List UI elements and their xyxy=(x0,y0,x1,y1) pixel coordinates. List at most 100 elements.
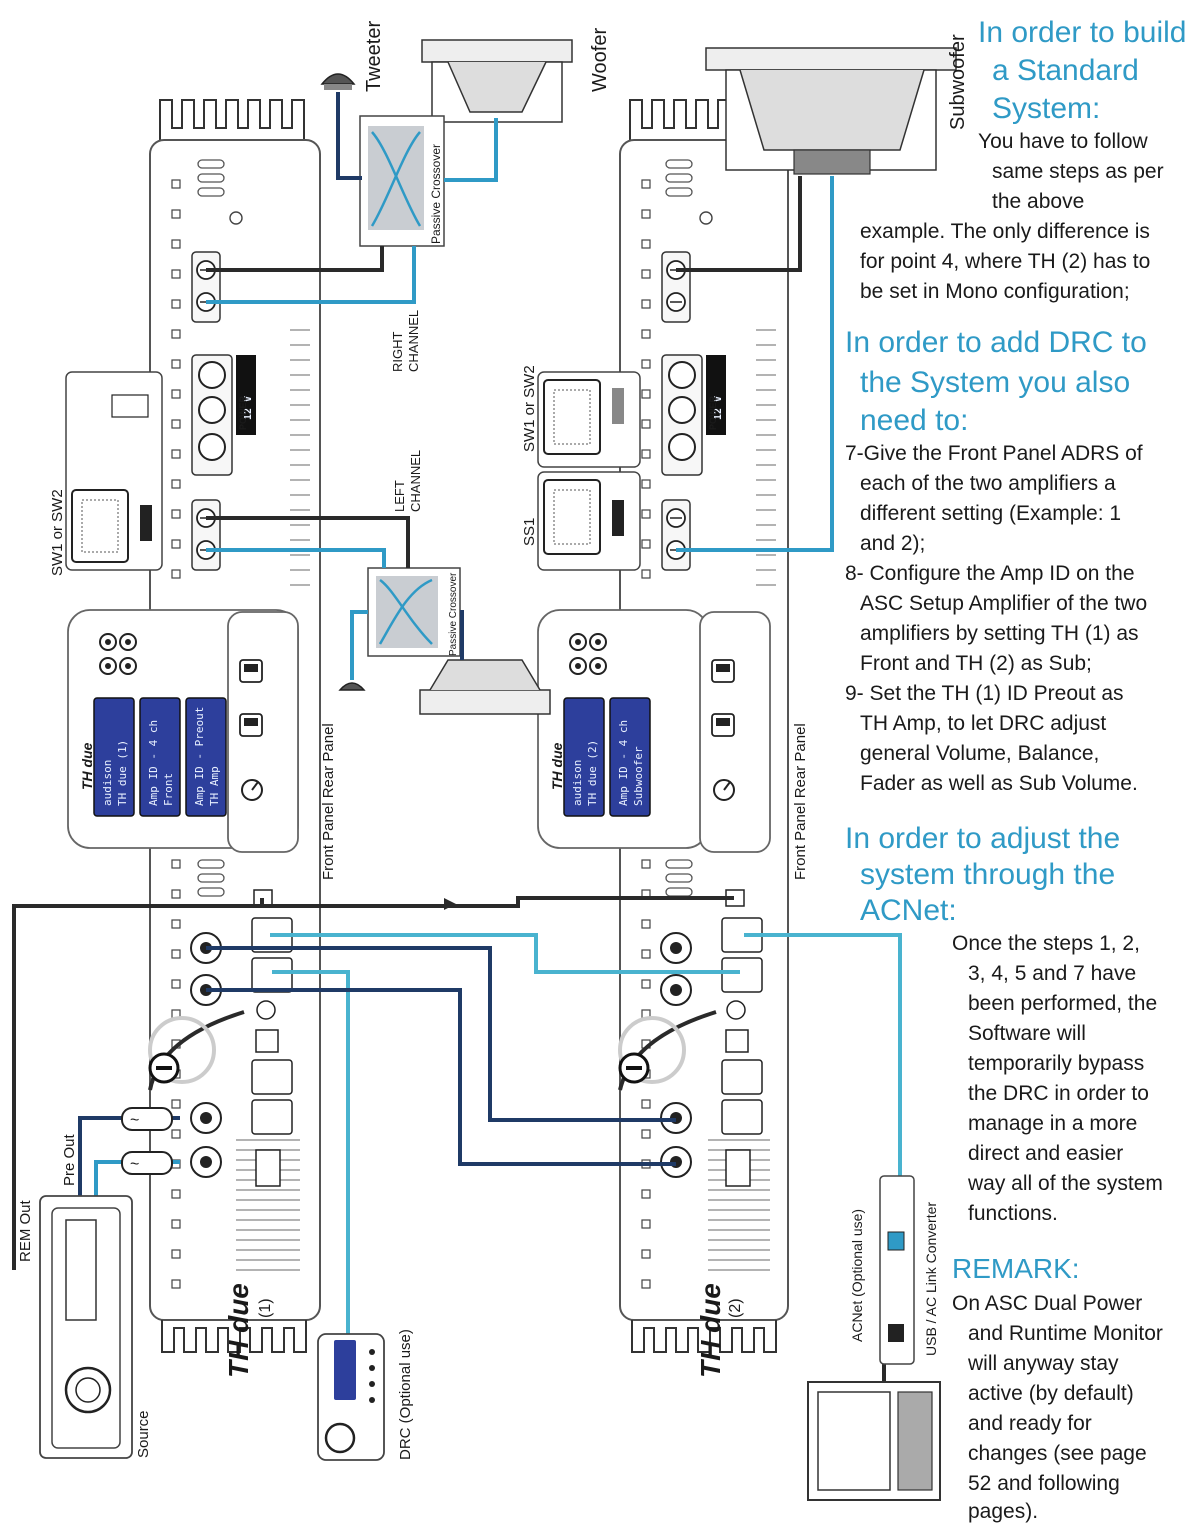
heading-1-line-3: System: xyxy=(992,92,1100,125)
amp1-power-label: POWER xyxy=(238,395,248,430)
left-channel-label-1: LEFT xyxy=(392,480,407,512)
woofer-bottom xyxy=(419,659,551,715)
amp2-vent-slots xyxy=(665,159,693,897)
para-4-line-6: changes (see page xyxy=(968,1442,1147,1465)
pre-out-label: Pre Out xyxy=(61,1133,78,1186)
para-3-line-6: the DRC in order to xyxy=(968,1082,1149,1105)
para-3-line-7: manage in a more xyxy=(968,1112,1137,1135)
para-3-line-5: temporarily bypass xyxy=(968,1052,1144,1075)
amp2-speaker-terminals-top xyxy=(661,251,691,323)
para-2-line-5: 8- Configure the Amp ID on the xyxy=(845,562,1135,585)
para-2-line-8: Front and TH (2) as Sub; xyxy=(860,652,1092,675)
adrs-knob-callouts xyxy=(148,1016,686,1084)
para-4-line-2: and Runtime Monitor xyxy=(968,1322,1163,1345)
ss1-label: SS1 xyxy=(521,518,538,546)
right-channel-label-1: RIGHT xyxy=(390,332,405,373)
amp2-lcd-a-line2: TH due (2) xyxy=(586,740,599,806)
heading-1-line-2: a Standard xyxy=(992,54,1139,87)
woofer-label: Woofer xyxy=(589,28,611,92)
amp1-top-fins xyxy=(159,99,305,140)
sw-left-label: SW1 or SW2 xyxy=(49,489,66,576)
heading-2-line-3: need to: xyxy=(860,404,968,437)
para-2-line-7: amplifiers by setting TH (1) as xyxy=(860,622,1139,645)
ss1-module: SS1 xyxy=(521,471,641,571)
tweeter-label: Tweeter xyxy=(363,21,385,92)
heading-2-line-2: the System you also xyxy=(860,366,1130,399)
para-2-line-3: different setting (Example: 1 xyxy=(860,502,1121,525)
amp1-vent-slots xyxy=(197,159,225,897)
tweeter-top: Tweeter xyxy=(320,21,385,92)
amp2-bottom-fins xyxy=(631,1320,777,1353)
heading-3-line-2: system through the xyxy=(860,858,1115,891)
para-2-line-12: Fader as well as Sub Volume. xyxy=(860,772,1138,795)
amp2-front-panel: TH due audison TH due (2) Amp ID - 4 ch … xyxy=(537,609,709,849)
drc-label: DRC (Optional use) xyxy=(397,1329,414,1460)
para-2-line-10: TH Amp, to let DRC adjust xyxy=(860,712,1106,735)
amp1-rear-panel: Front Panel Rear Panel xyxy=(227,611,337,880)
amp1-lcd-a xyxy=(93,697,135,817)
subwoofer: Subwoofer xyxy=(705,34,969,175)
amp1-screw xyxy=(229,211,243,225)
para-3-line-1: Once the steps 1, 2, xyxy=(952,932,1140,955)
amp1-power-terminals: 12 V POWER xyxy=(191,354,256,476)
para-4-line-4: active (by default) xyxy=(968,1382,1134,1405)
amp2-top-fins xyxy=(629,99,731,140)
amp2-rear-panel: Front Panel Rear Panel xyxy=(699,611,809,880)
amp1-lcd-a-line1: audison xyxy=(101,760,114,806)
para-4-line-3: will anyway stay xyxy=(967,1352,1119,1375)
right-channel-label-2: CHANNEL xyxy=(406,310,421,372)
amp1-lcd-c xyxy=(185,697,227,817)
svg-text:~: ~ xyxy=(130,1156,139,1173)
passive-crossover-top: Passive Crossover xyxy=(359,115,445,247)
amp2-lcd-b-line1: Amp ID - 4 ch xyxy=(617,720,630,806)
amp1-model-label: TH due xyxy=(223,1283,254,1378)
para-2-line-1: 7-Give the Front Panel ADRS of xyxy=(845,442,1143,465)
amp1-panel-caption: Front Panel Rear Panel xyxy=(320,723,337,880)
para-2-line-9: 9- Set the TH (1) ID Preout as xyxy=(845,682,1124,705)
amp2-speaker-terminals-bottom xyxy=(661,499,691,571)
para-1-line-4: example. The only difference is xyxy=(860,220,1150,243)
subwoofer-label: Subwoofer xyxy=(947,34,969,130)
laptop-icon xyxy=(807,1381,941,1501)
para-3-line-9: way all of the system xyxy=(967,1172,1163,1195)
amp1-panel-model: TH due xyxy=(79,742,95,790)
heading-4: REMARK: xyxy=(952,1253,1080,1284)
para-1-line-5: for point 4, where TH (2) has to xyxy=(860,250,1150,273)
amp1-lcd-c-line2: TH Amp xyxy=(208,766,221,806)
left-channel-label-2: CHANNEL xyxy=(408,450,423,512)
amp2-power-label: POWER xyxy=(708,395,718,430)
sw-module-right: SW1 or SW2 xyxy=(521,365,641,468)
para-2-line-11: general Volume, Balance, xyxy=(860,742,1099,765)
para-4-line-1: On ASC Dual Power xyxy=(952,1292,1142,1315)
instruction-panel: In order to build a Standard System: You… xyxy=(845,16,1186,1523)
source-label: Source xyxy=(135,1410,152,1458)
sw-module-left: SW1 or SW2 xyxy=(49,371,163,576)
amp1-bottom-fins xyxy=(161,1320,307,1353)
woofer-top: Woofer xyxy=(421,28,611,123)
passive-crossover-bottom: Passive Crossover xyxy=(367,567,461,657)
amp1-lcd-b-line2: Front xyxy=(162,773,175,806)
amp2-number-label: (2) xyxy=(727,1298,744,1318)
para-4-line-7: 52 and following xyxy=(968,1472,1120,1495)
speaker-wires xyxy=(206,92,834,680)
amp2-lcd-a-line1: audison xyxy=(571,760,584,806)
usb-converter-label: USB / AC Link Converter xyxy=(923,1202,939,1356)
usb-ac-link-converter: ACNet (Optional use) USB / AC Link Conve… xyxy=(849,1175,939,1365)
amp1-speaker-terminals-left xyxy=(191,499,221,571)
acnet-label: ACNet (Optional use) xyxy=(849,1209,865,1342)
drc-controller: DRC (Optional use) xyxy=(317,1329,414,1461)
heading-3-line-3: ACNet: xyxy=(860,894,957,927)
amp1-lcd-b-line1: Amp ID - 4 ch xyxy=(147,720,160,806)
amp2-lcd-b-line2: Subwoofer xyxy=(632,746,645,806)
heading-1-line-1: In order to build xyxy=(978,16,1186,49)
tweeter-bottom xyxy=(338,682,366,691)
para-2-line-6: ASC Setup Amplifier of the two xyxy=(860,592,1147,615)
amp1-speaker-terminals-right xyxy=(191,251,221,323)
heading-2-line-1: In order to add DRC to xyxy=(845,326,1147,359)
amp1-edge-studs xyxy=(171,179,181,1289)
amp1-lcd-c-line1: Amp ID - Preout xyxy=(193,707,206,806)
para-1-line-1: You have to follow xyxy=(978,130,1149,153)
amp2-panel-model: TH due xyxy=(549,742,565,790)
amp1-number-label: (1) xyxy=(257,1298,274,1318)
